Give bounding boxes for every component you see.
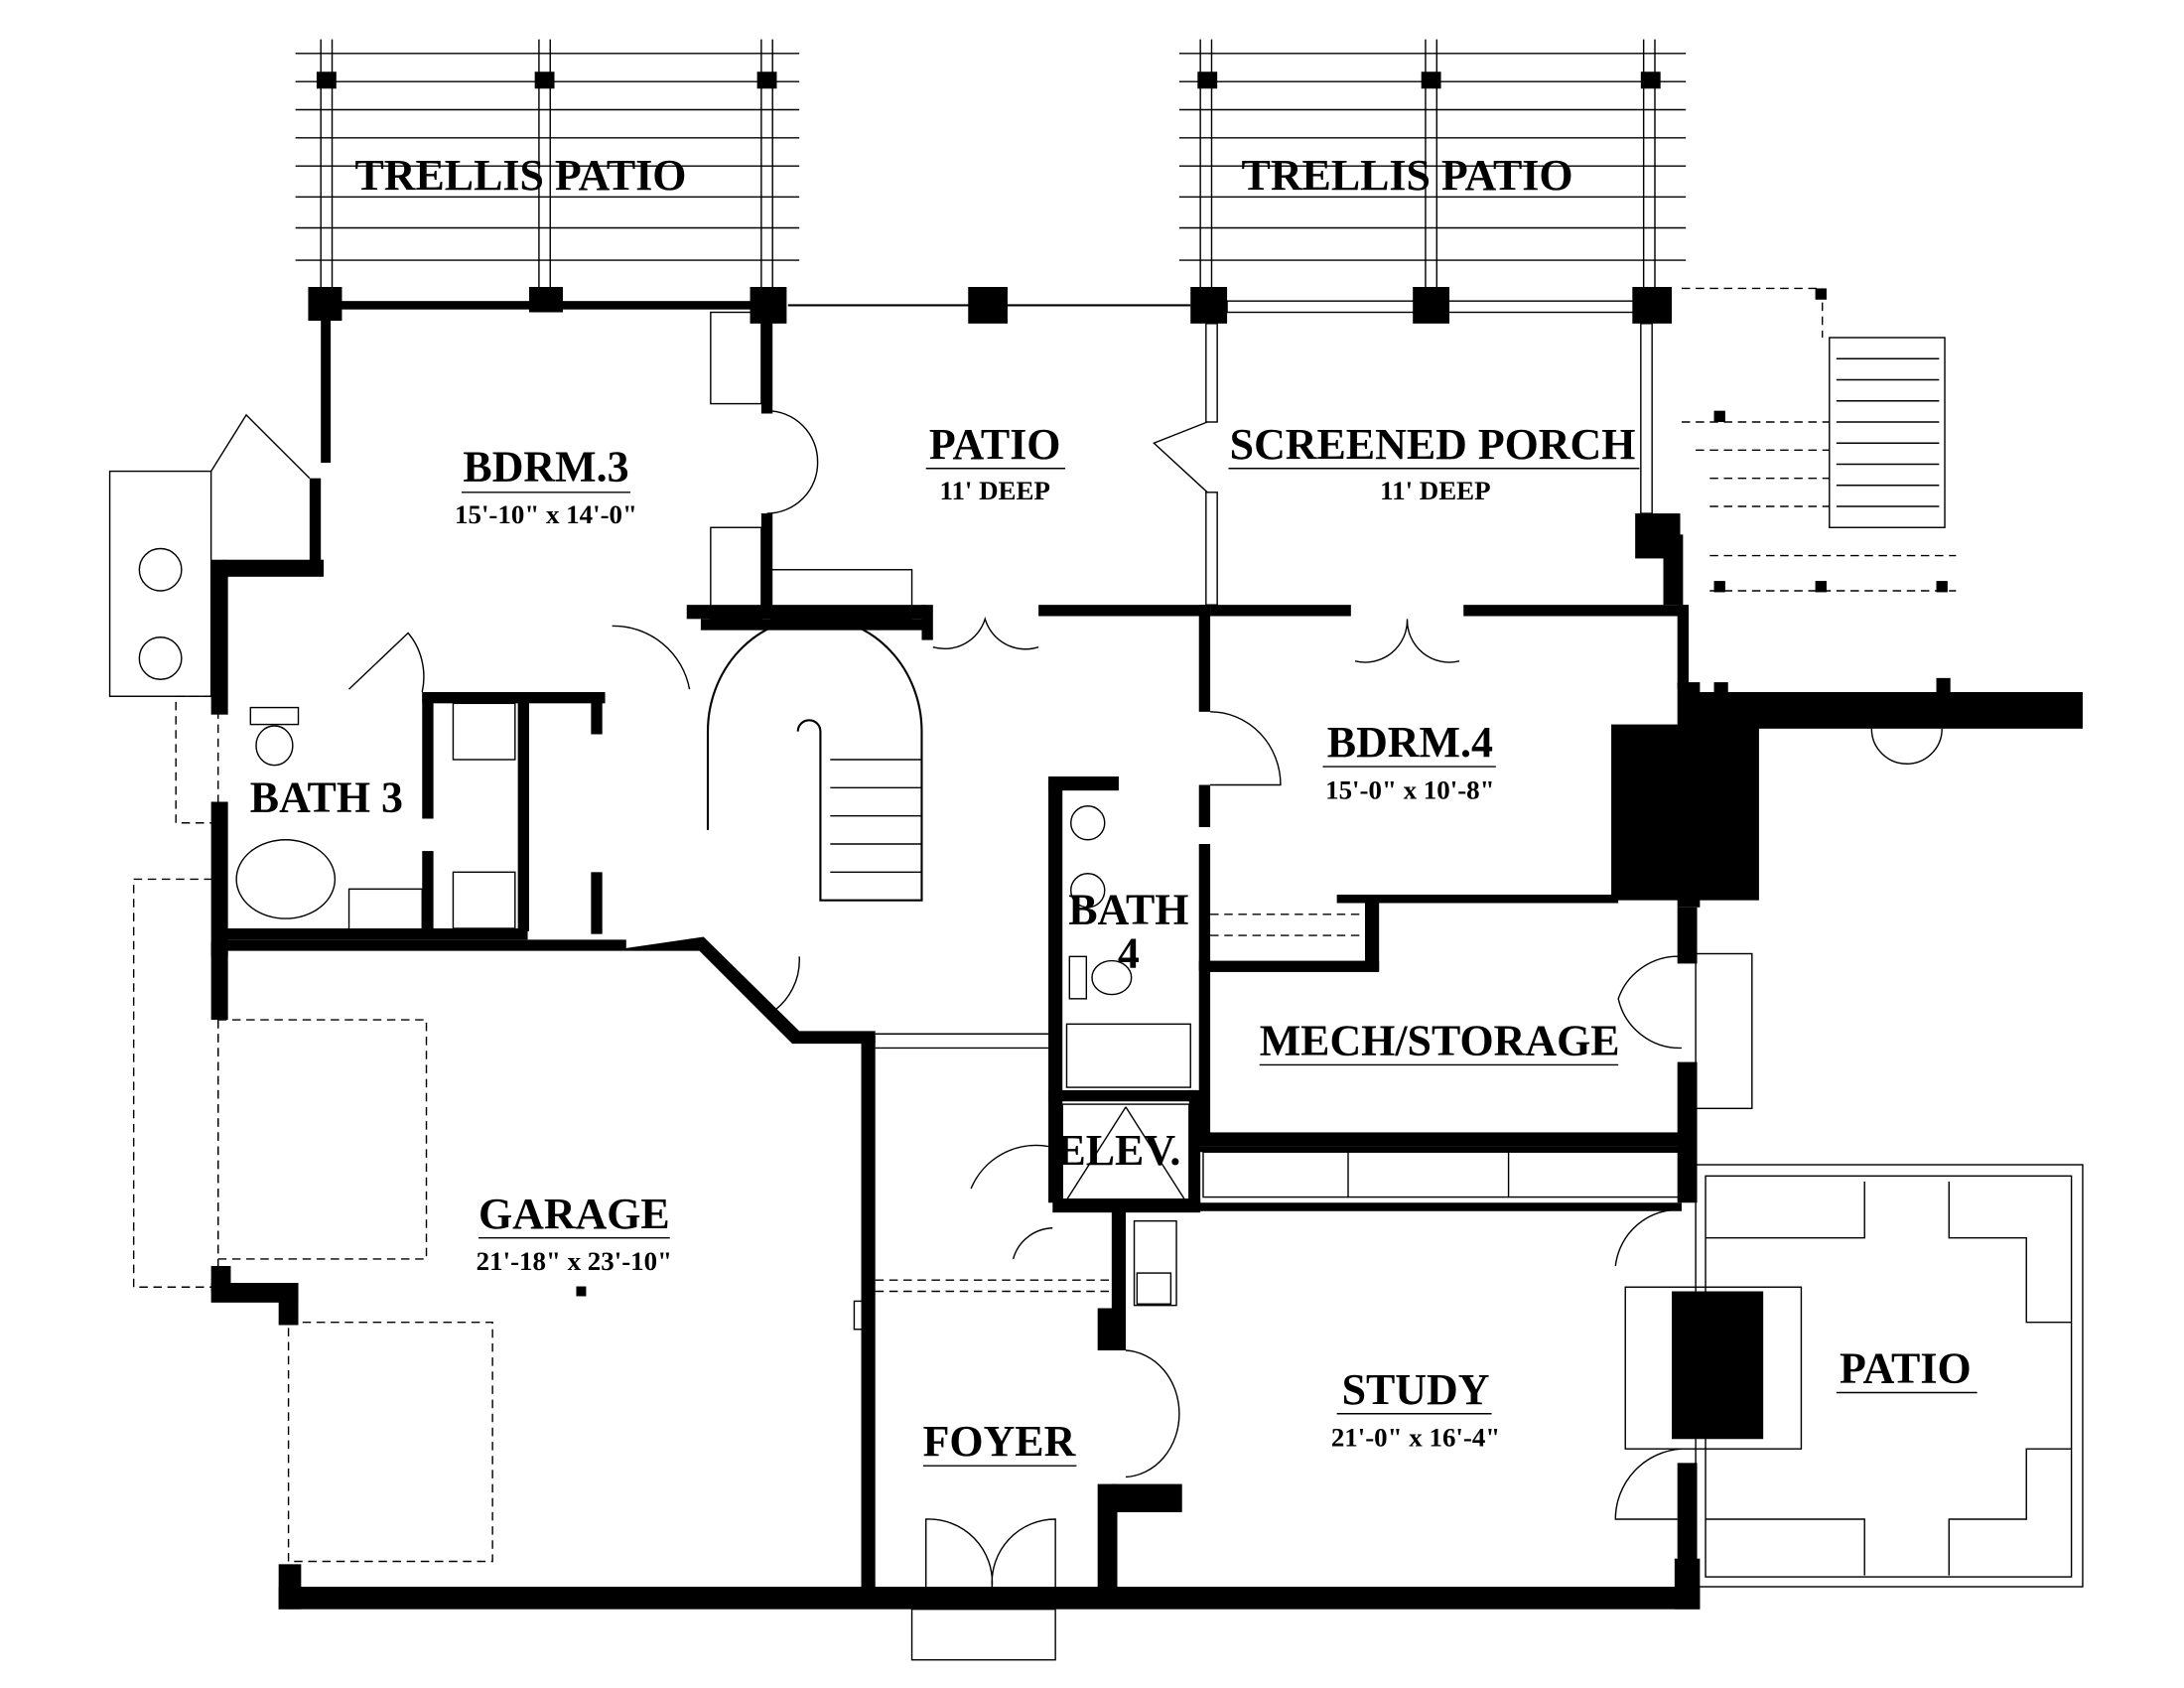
trellis-left [295,39,800,296]
bdrm3-size: 15'-10" x 14'-0" [455,499,637,529]
bath4-label: BATH [1068,886,1188,934]
bdrm4-size: 15'-0" x 10'-8" [1325,775,1494,805]
bath3-label: BATH 3 [250,773,403,821]
study-size: 21'-0" x 16'-4" [1331,1422,1500,1452]
screened-porch-depth: 11' DEEP [1380,476,1490,505]
garage-size: 21'-18" x 23'-10" [477,1246,672,1276]
garage-label: GARAGE [478,1190,670,1238]
patio-top-depth: 11' DEEP [939,476,1049,505]
bdrm3-label: BDRM.3 [463,443,628,492]
patio-top-label: PATIO [929,420,1061,469]
patio-right-label: PATIO [1840,1344,1972,1393]
room-labels: TRELLIS PATIO TRELLIS PATIO BDRM.3 15'-1… [250,151,1978,1467]
mech-storage-label: MECH/STORAGE [1260,1017,1620,1065]
walls [210,287,2083,1610]
foyer-label: FOYER [923,1417,1077,1466]
trellis-right-label: TRELLIS PATIO [1242,151,1573,200]
trellis-left-label: TRELLIS PATIO [354,151,686,200]
study-label: STUDY [1342,1365,1490,1414]
elev-label: ELEV. [1056,1126,1180,1175]
bdrm4-label: BDRM.4 [1327,718,1493,767]
bath4-number: 4 [1118,929,1140,978]
trellis-right [1178,39,1687,296]
details [108,287,2084,1661]
screened-porch-label: SCREENED PORCH [1230,420,1636,469]
